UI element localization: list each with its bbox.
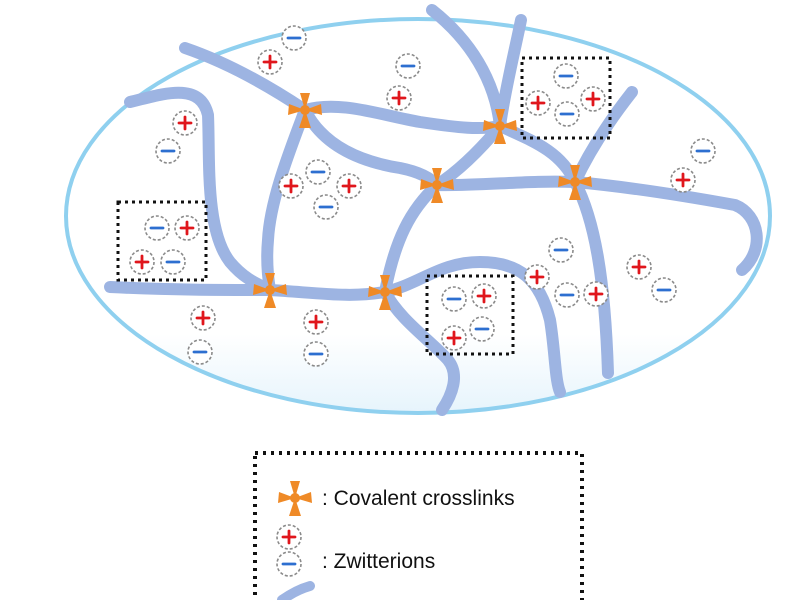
positive-ion-icon bbox=[626, 254, 652, 280]
positive-ion-icon bbox=[386, 85, 412, 111]
negative-ion-icon bbox=[155, 138, 181, 164]
negative-ion-icon bbox=[187, 339, 213, 365]
negative-ion-icon bbox=[313, 194, 339, 220]
negative-ion-icon bbox=[690, 138, 716, 164]
positive-ion-icon bbox=[670, 167, 696, 193]
zwitterions-layer bbox=[129, 25, 716, 367]
polymer-chain bbox=[494, 120, 581, 188]
dashed-highlight-box bbox=[520, 56, 612, 140]
negative-ion-icon bbox=[441, 286, 467, 312]
highlight-boxes bbox=[116, 56, 612, 356]
positive-ion-icon bbox=[471, 283, 497, 309]
negative-ion-icon bbox=[305, 159, 331, 185]
positive-ion-icon bbox=[276, 524, 302, 550]
positive-ion-icon bbox=[303, 309, 329, 335]
crosslink-legend-icon bbox=[278, 481, 312, 516]
polymer-chain bbox=[179, 42, 506, 135]
positive-ion-icon bbox=[172, 110, 198, 136]
polymer-chain bbox=[569, 86, 638, 188]
polymer-chain-legend-icon bbox=[277, 581, 315, 600]
polymer-chain bbox=[379, 286, 460, 416]
negative-ion-icon bbox=[281, 25, 307, 51]
legend: : Covalent crosslinks : Zwitterions bbox=[253, 451, 584, 600]
negative-ion-icon bbox=[554, 282, 580, 308]
polymer-network bbox=[104, 4, 763, 416]
positive-ion-icon bbox=[190, 305, 216, 331]
negative-ion-icon bbox=[395, 53, 421, 79]
positive-ion-icon bbox=[583, 281, 609, 307]
zwitterion-legend-label: : Zwitterions bbox=[322, 550, 435, 573]
negative-ion-icon bbox=[144, 215, 170, 241]
polymer-chain bbox=[104, 256, 566, 398]
zwitterion-legend-icon bbox=[276, 524, 302, 577]
polymer-chain bbox=[299, 104, 443, 191]
crosslink-legend-label: : Covalent crosslinks bbox=[322, 487, 515, 510]
positive-ion-icon bbox=[336, 173, 362, 199]
dashed-highlight-box bbox=[425, 274, 515, 356]
positive-ion-icon bbox=[278, 173, 304, 199]
positive-ion-icon bbox=[441, 325, 467, 351]
negative-ion-icon bbox=[303, 341, 329, 367]
positive-ion-icon bbox=[257, 49, 283, 75]
negative-ion-icon bbox=[160, 249, 186, 275]
polymer-chain bbox=[431, 175, 763, 276]
negative-ion-icon bbox=[554, 101, 580, 127]
positive-ion-icon bbox=[525, 90, 551, 116]
negative-ion-icon bbox=[469, 316, 495, 342]
polymer-chain bbox=[569, 176, 614, 379]
legend-frame bbox=[253, 451, 584, 600]
positive-ion-icon bbox=[580, 86, 606, 112]
dashed-highlight-box bbox=[116, 200, 208, 282]
positive-ion-icon bbox=[524, 264, 550, 290]
negative-ion-icon bbox=[553, 63, 579, 89]
negative-ion-icon bbox=[651, 277, 677, 303]
positive-ion-icon bbox=[129, 249, 155, 275]
negative-ion-icon bbox=[548, 237, 574, 263]
negative-ion-icon bbox=[276, 551, 302, 577]
polymer-chain bbox=[124, 86, 276, 296]
positive-ion-icon bbox=[174, 215, 200, 241]
